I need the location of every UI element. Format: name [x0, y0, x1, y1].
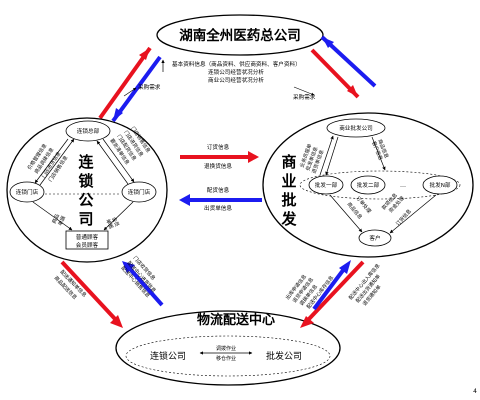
flow-commerce-to-chain-2: 出货单信息 [204, 204, 232, 212]
logistics-right-node: 批发公司 [266, 350, 302, 362]
flow-chain-to-commerce-1: 订货信息 [207, 143, 230, 151]
arrow-commerce-to-hq-blue [320, 35, 377, 88]
chain-label-br-2: 单据 [104, 218, 115, 230]
chain-title-1: 连 [78, 153, 94, 171]
flow-commerce-to-chain-1: 配货信息 [207, 186, 230, 194]
hq-info-line-1: 基本资料信息（商品资料、供应商资料、客户资料） [172, 60, 301, 68]
commerce-top-node-label: 商业批发公司 [339, 124, 373, 132]
commerce-customer-label: 客户 [369, 234, 380, 242]
hq-left-arrow-label: 采购需求 [138, 83, 161, 91]
arrow-chain-to-logistics-red-head [110, 315, 123, 328]
chain-right-node [121, 181, 157, 203]
commerce-title-3: 批 [281, 191, 296, 209]
commerce-dept-node-1 [308, 175, 344, 195]
arrow-chain-to-logistics-red [60, 260, 118, 322]
chain-label-br-1: 会员 [110, 216, 121, 228]
logistics-center-label-1: 调拨作业 [216, 345, 236, 352]
commerce-dept-node-2 [350, 175, 386, 195]
chain-title-4: 司 [78, 210, 93, 228]
chain-customer-box [65, 230, 109, 250]
commerce-title-2: 业 [281, 172, 296, 190]
chain-right-node-label: 连锁门店 [128, 188, 151, 196]
chain-line-br [103, 201, 134, 231]
arrow-chain-to-hq-red-head [139, 48, 150, 60]
commerce-dept-label-2: 批发二部 [357, 181, 380, 189]
arrow-hq-to-chain-blue [111, 55, 162, 123]
logistics-left-node: 连锁公司 [150, 350, 186, 362]
commerce-title-4: 发 [280, 210, 297, 228]
logistics-inner [125, 335, 331, 377]
arrow-logistics-to-commerce-blue [312, 267, 346, 311]
commerce-dept-group [299, 170, 461, 200]
chain-customer-box-line-1: 普通顾客 [76, 233, 99, 241]
label-arrow-right [293, 86, 315, 96]
hq-title: 湖南全州医药总公司 [179, 27, 301, 44]
commerce-customer-node [358, 229, 392, 247]
arrow-commerce-to-hq-blue-head [322, 37, 334, 48]
chain-label-bl-1: 商品 [50, 213, 61, 225]
chain-top-node-label: 连锁总部 [77, 127, 100, 135]
arrow-chain-to-hq-red [98, 46, 152, 120]
arrow-logistics-to-chain-blue-head [122, 261, 135, 273]
arrow-logistics-to-chain-blue [128, 267, 164, 307]
page-marker: 4 [473, 388, 477, 395]
hq-info-line-2: 连锁公司经营状况分析 [208, 68, 264, 76]
arrow-commerce-to-chain-blue-head [179, 194, 190, 206]
hq-ellipse [156, 14, 324, 56]
arrow-chain-to-commerce-red-head [248, 151, 259, 163]
chain-label-bl-2: 单据 [56, 215, 67, 227]
flow-chain-to-commerce-2: 退换货信息 [204, 162, 232, 170]
arrow-hq-to-commerce-red-head [347, 85, 358, 97]
commerce-dept-label-4: 批发N部 [430, 181, 451, 189]
chain-title-3: 公 [78, 191, 93, 209]
chain-top-node [65, 120, 111, 142]
commerce-dept-label-3: … [400, 182, 406, 189]
chain-line-tl-1 [39, 138, 75, 186]
label-arrow-left [123, 87, 137, 97]
logistics-title: 物流配送中心 [197, 312, 275, 328]
commerce-dept-node-4 [422, 175, 458, 195]
chain-line-tl-2 [34, 138, 69, 184]
arrow-logistics-to-commerce-blue-head [339, 260, 351, 274]
hq-right-arrow-label: 采购需求 [293, 93, 316, 101]
commerce-line-dept-customer-2 [389, 194, 437, 234]
chain-line-tr-1 [102, 138, 135, 183]
chain-line-bl [32, 201, 73, 231]
arrow-commerce-to-logistics-red [306, 260, 365, 322]
chain-line-tr-2 [96, 140, 129, 185]
commerce-line-top-left-2 [319, 135, 334, 176]
commerce-line-top-left [325, 136, 339, 176]
commerce-line-dept-customer [329, 194, 363, 233]
commerce-line-top-right [371, 136, 386, 171]
arrow-commerce-to-logistics-red-head [300, 316, 314, 328]
chain-customer-box-line-2: 会员顾客 [76, 241, 99, 249]
commerce-title-1: 商 [281, 153, 296, 171]
commerce-dept-label-1: 批发一部 [315, 181, 338, 189]
chain-ellipse [6, 117, 168, 263]
logistics-ellipse [115, 310, 341, 386]
chain-left-node-label: 连锁门店 [16, 188, 39, 196]
arrow-hq-to-chain-blue-head [113, 108, 123, 121]
chain-left-node [9, 181, 45, 203]
chain-title-2: 锁 [78, 172, 93, 190]
commerce-top-node [326, 118, 386, 138]
hq-info-line-3: 商业公司经营状况分析 [208, 76, 264, 84]
logistics-center-label-2: 移仓作业 [216, 355, 236, 362]
